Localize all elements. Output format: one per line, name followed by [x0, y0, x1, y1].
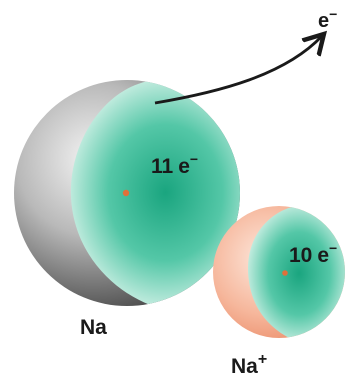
- atom-nucleus: [122, 189, 130, 197]
- sodium-ion: [213, 206, 345, 338]
- ejected-electron-label: e−: [318, 6, 337, 32]
- atom-electron-cloud: [70, 80, 240, 305]
- ion-nucleus: [282, 270, 288, 276]
- sodium-atom: [14, 80, 240, 306]
- ion-electron-cloud: [248, 206, 345, 338]
- ion-symbol-label: Na+: [231, 351, 267, 378]
- electron-ejection-arrow: [154, 36, 322, 105]
- atom-symbol-label: Na: [80, 316, 107, 339]
